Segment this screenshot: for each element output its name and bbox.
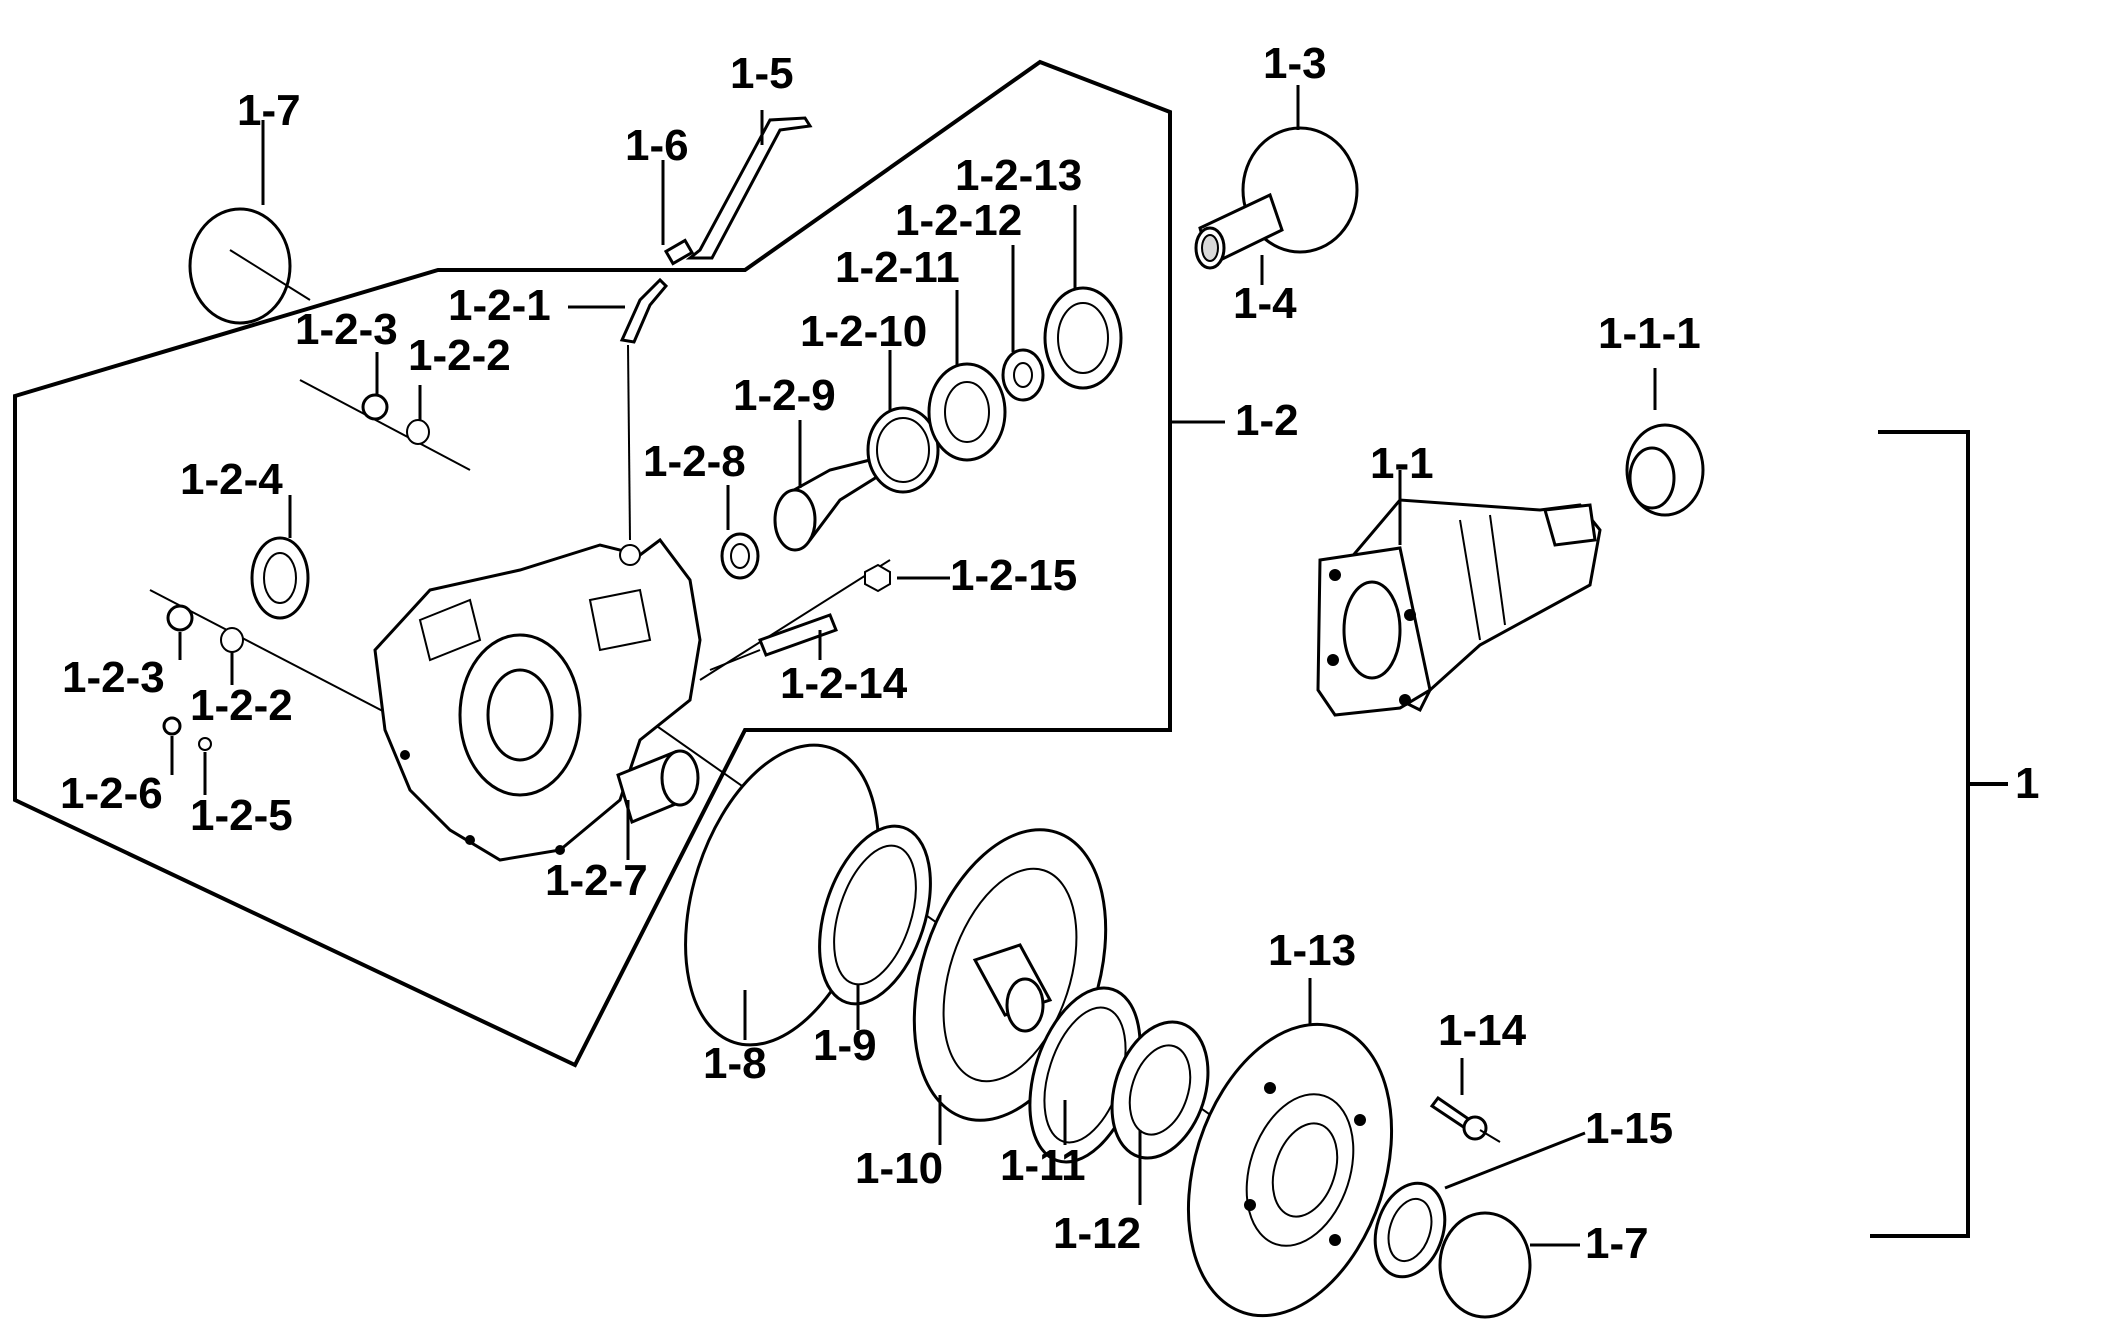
callout-1-2-3-bottom: 1-2-3 xyxy=(62,653,165,702)
o-ring-1-7-top-axis xyxy=(229,249,311,301)
callout-1-3: 1-3 xyxy=(1263,39,1327,88)
output-housing-bore xyxy=(1342,580,1402,680)
callout-1-2-9: 1-2-9 xyxy=(733,371,836,420)
bolt-1-14-axis xyxy=(1479,1129,1501,1143)
callout-1-13: 1-13 xyxy=(1268,926,1356,975)
callout-1-2-2-top: 1-2-2 xyxy=(408,331,511,380)
callout-1-1: 1-1 xyxy=(1370,439,1434,488)
callout-1-1-1: 1-1-1 xyxy=(1598,309,1701,358)
callout-1: 1 xyxy=(2015,759,2039,808)
bearing-1-2-11-inner xyxy=(944,381,990,443)
oil-seal-1-2-4-inner xyxy=(263,552,297,604)
bolt-1-2-3-top xyxy=(361,393,389,421)
callout-1-2-15: 1-2-15 xyxy=(950,551,1077,600)
collar-1-4-bore xyxy=(1201,234,1219,262)
housing-rib-1 xyxy=(1459,519,1481,641)
callout-1-2-13: 1-2-13 xyxy=(955,151,1082,200)
callout-1-2-8: 1-2-8 xyxy=(643,437,746,486)
cover-hole-2 xyxy=(1354,1114,1366,1126)
callout-1-2: 1-2 xyxy=(1235,396,1299,445)
callout-1-2-4: 1-2-4 xyxy=(180,455,283,504)
callout-1-4: 1-4 xyxy=(1233,279,1297,328)
output-shaft-spline xyxy=(1543,503,1597,547)
bolt-1-14-head xyxy=(1462,1115,1488,1141)
callout-1-2-12: 1-2-12 xyxy=(895,196,1022,245)
cover-hole-4 xyxy=(1329,1234,1341,1246)
flange-bolt-hole-3 xyxy=(1327,654,1339,666)
washer-1-2-5 xyxy=(198,737,212,751)
callout-1-7-bottom: 1-7 xyxy=(1585,1219,1649,1268)
callout-1-2-1: 1-2-1 xyxy=(448,281,551,330)
dowel-pin-axis xyxy=(709,649,761,671)
assembly-1-2-outline xyxy=(13,59,1172,1068)
gear-case-hole-3 xyxy=(555,845,565,855)
callout-1-15: 1-15 xyxy=(1585,1104,1673,1153)
flange-bolt-hole-2 xyxy=(1404,609,1416,621)
breather-pipe-1-2-1 xyxy=(619,277,669,344)
cover-hole-3 xyxy=(1244,1199,1256,1211)
oil-seal-1-15-inner xyxy=(1387,1197,1433,1263)
callout-1-2-3-top: 1-2-3 xyxy=(295,305,398,354)
gear-case-boss xyxy=(619,544,641,566)
axis-line-upper-left xyxy=(299,379,471,471)
o-ring-1-7-top xyxy=(188,207,292,325)
breather-pipe-axis xyxy=(627,344,631,541)
ring-gear-1-10-hub-end xyxy=(1005,977,1045,1033)
pinion-gear-1-2-9-head xyxy=(773,488,817,552)
callout-1-7-top: 1-7 xyxy=(237,86,301,135)
shim-1-2-10-inner xyxy=(876,417,930,483)
callout-1-2-7: 1-2-7 xyxy=(545,856,648,905)
nut-1-2-15 xyxy=(864,563,891,593)
clip-1-6 xyxy=(663,238,695,266)
callout-1-12: 1-12 xyxy=(1053,1209,1141,1258)
callout-1-2-10: 1-2-10 xyxy=(800,307,927,356)
axis-line-pinion xyxy=(699,559,891,681)
callout-1-2-11: 1-2-11 xyxy=(835,243,960,292)
callout-1-8: 1-8 xyxy=(703,1039,767,1088)
cover-1-13-bore xyxy=(1271,1122,1339,1218)
bolt-1-2-6 xyxy=(162,716,182,736)
cover-hole-1 xyxy=(1264,1082,1276,1094)
callout-1-11: 1-11 xyxy=(1000,1141,1086,1190)
gear-case-hole-1 xyxy=(400,750,410,760)
callout-1-10: 1-10 xyxy=(855,1144,943,1193)
nut-1-2-13-inner xyxy=(1057,302,1109,374)
callout-1-5: 1-5 xyxy=(730,49,794,98)
bearing-1-12-inner xyxy=(1128,1044,1192,1136)
washer-1-2-12-inner xyxy=(1013,362,1033,388)
gear-case-bore-inner xyxy=(486,668,554,762)
callout-1-2-2-bottom: 1-2-2 xyxy=(190,681,293,730)
callout-1-2-14: 1-2-14 xyxy=(780,659,908,708)
gear-case-hole-2 xyxy=(465,835,475,845)
callout-1-6: 1-6 xyxy=(625,121,689,170)
dowel-pin-1-2-14 xyxy=(758,613,838,657)
o-ring-1-7-bottom xyxy=(1438,1211,1532,1319)
gear-case-rib-2 xyxy=(588,588,652,652)
assembly-1-bracket xyxy=(1870,430,1970,1238)
callout-1-2-6: 1-2-6 xyxy=(60,769,163,818)
oil-seal-1-1-1-inner xyxy=(1628,446,1676,510)
collar-1-2-8-bore xyxy=(730,543,750,569)
bolt-1-2-3-bottom xyxy=(166,604,194,632)
shim-1-9-inner xyxy=(833,844,917,986)
flange-bolt-hole-1 xyxy=(1329,569,1341,581)
callout-1-2-5: 1-2-5 xyxy=(190,791,293,840)
washer-1-2-2-bottom xyxy=(220,627,244,653)
leader-1-15 xyxy=(1444,1131,1586,1190)
callout-1-14: 1-14 xyxy=(1438,1006,1527,1055)
callout-1-9: 1-9 xyxy=(813,1021,877,1070)
gear-case-rib-1 xyxy=(418,598,482,662)
washer-1-2-2-top xyxy=(406,419,430,445)
flange-bolt-hole-4 xyxy=(1399,694,1411,706)
breather-hose-1-5 xyxy=(685,116,813,260)
needle-bearing-1-2-7-end xyxy=(660,749,700,807)
housing-rib-2 xyxy=(1489,514,1506,626)
